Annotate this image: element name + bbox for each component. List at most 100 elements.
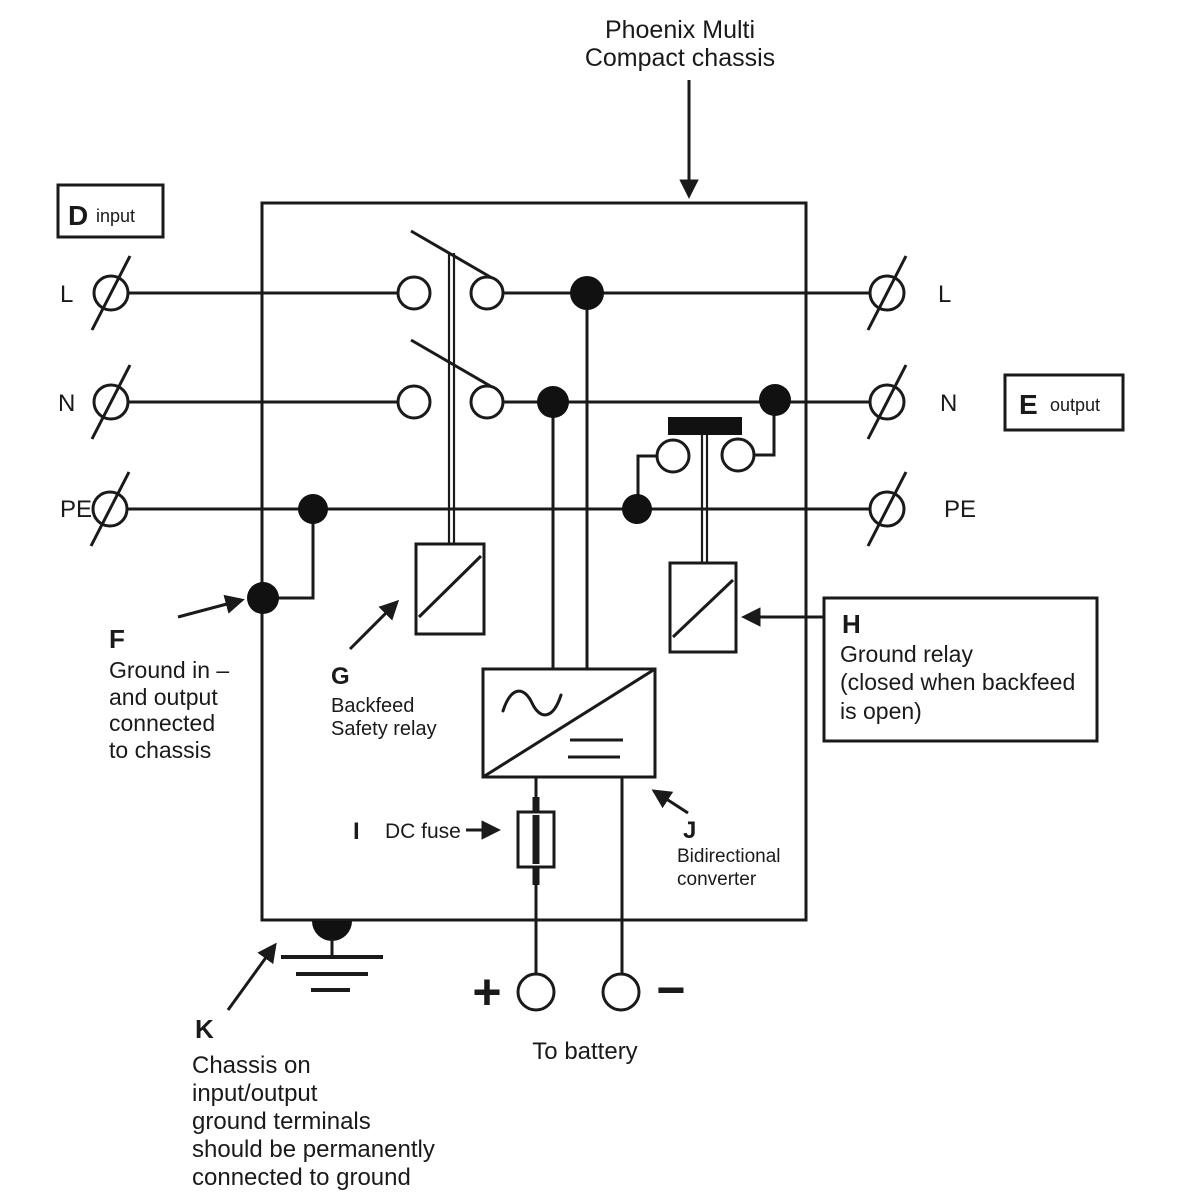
- ground-relay-contact-left: [655, 438, 691, 474]
- input-terminal-pe-slash: [89, 471, 131, 547]
- callout-g-letter: G: [331, 663, 350, 690]
- battery-plus-sign: +: [472, 964, 501, 1020]
- chassis-ground-symbol: [281, 921, 383, 992]
- callout-k-arrow: [226, 942, 277, 1011]
- backfeed-relay-box: [414, 542, 486, 636]
- callout-h-line: Ground relay: [840, 641, 973, 667]
- callout-f-line: connected: [109, 710, 215, 736]
- contact-n-left: [396, 384, 432, 420]
- output-terminals: L N PE: [866, 255, 976, 547]
- callout-f-line: and output: [109, 684, 218, 710]
- callout-h-letter: H: [842, 609, 861, 639]
- input-label-box: D input: [56, 183, 165, 239]
- ground-relay-contact: [655, 417, 756, 563]
- junction-pe-right: [622, 494, 652, 524]
- callout-g-line: Safety relay: [331, 718, 437, 740]
- title-line-2: Compact chassis: [585, 44, 775, 72]
- output-label-frame: [1003, 373, 1125, 432]
- callout-k-line: Chassis on: [192, 1052, 311, 1079]
- callout-h-frame: [822, 596, 1099, 743]
- backfeed-relay-coil: [414, 542, 486, 636]
- junction-n-left: [537, 386, 569, 418]
- contact-l-arm: [410, 229, 493, 280]
- callout-f-arrow: [177, 594, 245, 619]
- callout-f: F Ground in – and output connected to ch…: [109, 594, 245, 763]
- input-label-frame: [56, 183, 165, 239]
- input-terminals: L N PE: [58, 255, 132, 547]
- callout-j-letter: J: [683, 817, 696, 844]
- battery-label: To battery: [532, 1038, 637, 1065]
- output-terminal-l-label: L: [938, 281, 951, 308]
- battery-minus-sign: −: [656, 962, 685, 1018]
- chassis-title: Phoenix Multi Compact chassis: [585, 16, 775, 199]
- input-terminal-l-slash: [90, 255, 132, 331]
- callout-g: G Backfeed Safety relay: [331, 599, 437, 740]
- converter-box: [481, 667, 657, 779]
- ground-relay-contact-right: [720, 437, 756, 473]
- junction-pe-left: [298, 494, 328, 524]
- converter-ac-sine-icon: [501, 689, 563, 717]
- wire-groundrelay-to-pe: [636, 454, 657, 509]
- callout-h-line: (closed when backfeed: [840, 669, 1075, 695]
- callout-g-line: Backfeed: [331, 695, 414, 717]
- dc-fuse: [516, 797, 556, 885]
- input-label-letter: D: [68, 200, 88, 231]
- junction-chassis-edge: [247, 582, 279, 614]
- callout-k-line: should be permanently: [192, 1136, 435, 1163]
- contact-n-right: [469, 384, 505, 420]
- input-label-text: input: [96, 206, 135, 226]
- contact-n-arm: [410, 338, 493, 389]
- output-terminal-l-slash: [866, 255, 908, 331]
- chassis-outline: [260, 201, 808, 922]
- callout-h-line: is open): [840, 698, 922, 724]
- output-label-text: output: [1050, 395, 1100, 415]
- callout-k: K Chassis on input/output ground termina…: [192, 942, 435, 1191]
- callout-i-letter: I: [353, 818, 360, 845]
- input-terminal-l-label: L: [60, 281, 73, 308]
- wire-groundrelay-to-n: [754, 400, 776, 457]
- input-terminal-pe-label: PE: [60, 496, 92, 523]
- battery-plus-terminal: [516, 972, 556, 1012]
- callout-j: J Bidirectional converter: [651, 789, 781, 890]
- input-terminal-n-slash: [90, 364, 132, 440]
- title-line-1: Phoenix Multi: [605, 16, 755, 44]
- ground-stud-dome: [312, 921, 352, 941]
- callout-f-letter: F: [109, 624, 125, 654]
- callout-j-arrow: [651, 789, 689, 815]
- backfeed-relay-contacts: [396, 229, 505, 544]
- output-terminal-pe-label: PE: [944, 496, 976, 523]
- backfeed-relay-diagonal: [417, 554, 483, 619]
- output-label-box: E output: [1003, 373, 1125, 432]
- contact-l-left: [396, 275, 432, 311]
- ground-relay-contact-bar: [668, 417, 742, 435]
- junction-n-right: [759, 384, 791, 416]
- converter-diagonal: [482, 667, 656, 779]
- output-terminal-pe-slash: [866, 471, 908, 547]
- callout-k-line: input/output: [192, 1080, 318, 1107]
- output-terminal-n-label: N: [940, 390, 957, 417]
- bidirectional-converter: [481, 667, 657, 779]
- callout-k-line: ground terminals: [192, 1108, 371, 1135]
- callout-k-letter: K: [195, 1014, 214, 1044]
- ground-relay-diagonal: [671, 578, 735, 639]
- output-label-letter: E: [1019, 389, 1038, 420]
- callout-f-line: to chassis: [109, 737, 211, 763]
- ground-relay-coil: [668, 561, 738, 654]
- callout-g-arrow: [348, 599, 400, 651]
- wire-pe-to-chassis: [263, 509, 315, 600]
- junction-l: [570, 276, 604, 310]
- callout-i: I DC fuse: [353, 818, 501, 845]
- input-terminal-n-label: N: [58, 390, 75, 417]
- callout-f-line: Ground in –: [109, 657, 229, 683]
- callout-h: H Ground relay (closed when backfeed is …: [741, 596, 1099, 743]
- callout-i-text: DC fuse: [385, 820, 461, 843]
- callout-j-line: Bidirectional: [677, 846, 781, 867]
- output-terminal-n-slash: [866, 364, 908, 440]
- contact-l-right: [469, 275, 505, 311]
- callout-j-line: converter: [677, 869, 757, 890]
- battery-terminals: + − To battery: [472, 962, 685, 1065]
- junction-dots: [247, 276, 791, 614]
- battery-minus-terminal: [601, 972, 641, 1012]
